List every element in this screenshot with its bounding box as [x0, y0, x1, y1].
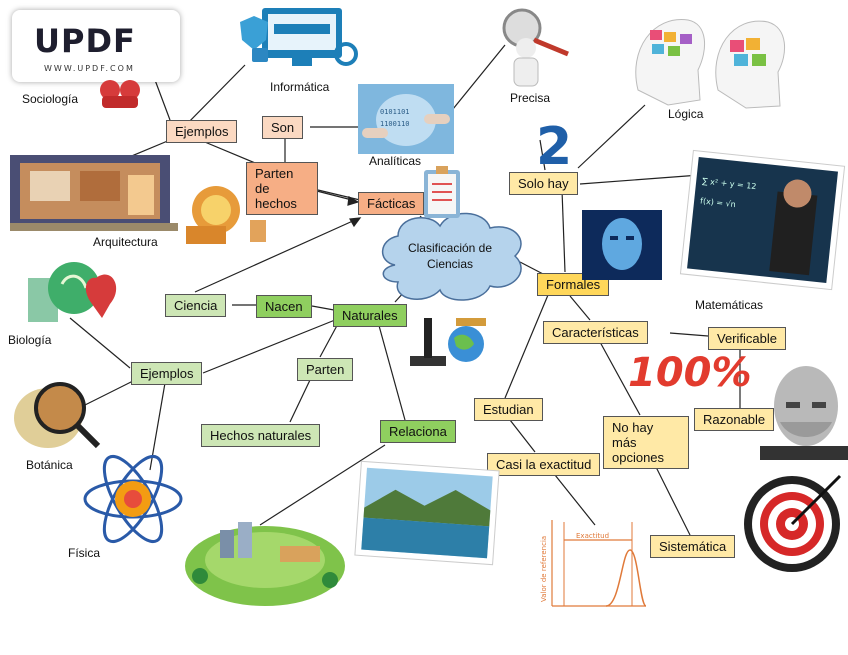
magnifier-figure-icon	[502, 8, 569, 87]
cyborg-head-icon	[760, 366, 848, 460]
svg-text:Valor de referencia: Valor de referencia	[540, 536, 548, 602]
binary-touch-icon: 0101101 1100110	[358, 84, 454, 154]
node-caracteristicas: Características	[543, 321, 648, 344]
label-precisa: Precisa	[510, 91, 551, 105]
node-no-hay-mas-opciones: No hay más opciones	[603, 416, 689, 469]
island-city-icon	[185, 522, 345, 606]
node-solo-hay: Solo hay	[509, 172, 578, 195]
microscope-globe-icon	[410, 318, 486, 366]
lock-monitor-icon	[240, 8, 358, 66]
number-two-icon: 2	[536, 117, 572, 177]
teacher-board-icon: ∑ x² + y = 12 f(x) = √n	[679, 149, 846, 291]
brain-puzzle-icon	[635, 19, 786, 109]
node-razonable: Razonable	[694, 408, 775, 431]
node-parten: Parten	[297, 358, 354, 381]
dna-plant-icon	[28, 262, 117, 322]
svg-text:2: 2	[536, 117, 572, 177]
node-relaciona: Relaciona	[380, 420, 456, 443]
logo-text: UPDF	[34, 22, 136, 60]
node-son: Son	[262, 116, 304, 139]
logo-url: WWW.UPDF.COM	[44, 64, 135, 73]
label-botanica: Botánica	[26, 458, 73, 472]
lightbulb-head-icon	[186, 186, 266, 244]
node-ejemplos-left: Ejemplos	[131, 362, 203, 385]
updf-watermark-logo: UPDF WWW.UPDF.COM	[12, 10, 180, 82]
node-verificable: Verificable	[708, 327, 786, 350]
label-analiticas: Analíticas	[369, 154, 422, 168]
node-facticas: Fácticas	[358, 192, 425, 215]
node-casi-exactitud: Casi la exactitud	[487, 453, 601, 476]
lake-photo-icon	[354, 460, 500, 566]
center-topic: Clasificación de Ciencias	[407, 241, 493, 271]
plant-under-magnifier-icon	[14, 382, 101, 449]
node-naturales: Naturales	[333, 304, 407, 327]
people-figures-icon	[100, 80, 140, 108]
svg-text:Exactitud: Exactitud	[576, 532, 609, 540]
bell-curve-icon: Exactitud Valor de referencia	[540, 520, 647, 607]
svg-text:100%: 100%	[628, 350, 752, 396]
label-sociologia: Sociología	[22, 92, 79, 106]
atom-icon	[83, 454, 183, 544]
target-icon	[744, 474, 842, 572]
robot-face-icon	[582, 210, 662, 280]
label-informatica: Informática	[270, 80, 330, 94]
svg-text:0101101: 0101101	[380, 108, 410, 116]
node-estudian: Estudian	[474, 398, 543, 421]
node-sistematica: Sistemática	[650, 535, 736, 558]
node-ciencia: Ciencia	[165, 294, 227, 317]
svg-text:1100110: 1100110	[380, 120, 410, 128]
label-matematicas: Matemáticas	[695, 298, 764, 312]
percent-badge-icon: 100%	[628, 350, 752, 396]
node-hechos-naturales: Hechos naturales	[201, 424, 321, 447]
node-nacen: Nacen	[256, 295, 312, 318]
cloud-shape	[381, 212, 522, 301]
svg-text:f(x) = √n: f(x) = √n	[700, 196, 736, 209]
house-section-icon	[10, 155, 178, 231]
clipboard-checklist-icon	[424, 166, 460, 218]
label-fisica: Física	[68, 546, 101, 560]
label-arquitectura: Arquitectura	[93, 235, 158, 249]
node-parten-hechos: Parten de hechos	[246, 162, 318, 215]
label-logica: Lógica	[668, 107, 704, 121]
node-formales: Formales	[537, 273, 610, 296]
label-biologia: Biología	[8, 333, 52, 347]
node-ejemplos-top: Ejemplos	[166, 120, 238, 143]
